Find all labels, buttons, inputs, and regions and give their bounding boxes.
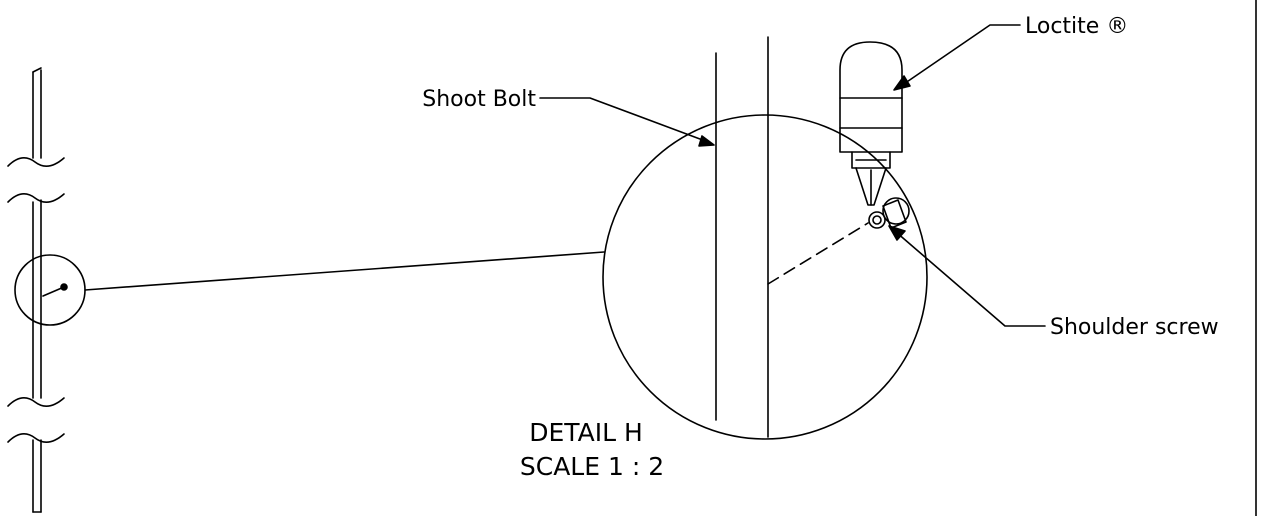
screw-head <box>882 197 910 225</box>
shoulder-screw-leader <box>895 231 1046 327</box>
detail-connector-line <box>84 251 605 291</box>
break-line <box>7 157 65 167</box>
screw-tip-inner <box>872 215 882 225</box>
shoulder-screw <box>868 197 910 229</box>
bottle-body <box>839 41 903 153</box>
detail-h-view <box>539 24 1046 440</box>
shoot-bolt-arrowhead <box>698 135 715 147</box>
break-line <box>7 433 65 443</box>
bar-overview <box>7 67 605 513</box>
break-line <box>7 193 65 203</box>
shoulder-screw-arrowhead <box>888 225 906 241</box>
detail-indicator-circle <box>14 254 86 326</box>
screw-axis-centerline <box>767 222 869 285</box>
loctite-label: Loctite ® <box>1025 14 1128 39</box>
loctite-leader <box>897 24 1021 89</box>
detail-scale: SCALE 1 : 2 <box>520 452 664 481</box>
screw-tip <box>868 211 886 229</box>
loctite-bottle <box>839 41 903 206</box>
screw-dot <box>60 283 68 291</box>
shoot-bolt-label: Shoot Bolt <box>422 87 536 112</box>
shoulder-screw-label: Shoulder screw <box>1050 315 1219 340</box>
shoot-bolt-leader <box>539 97 709 143</box>
bar-top-end <box>32 67 42 73</box>
detail-circle <box>602 114 928 440</box>
screw-indicator <box>42 286 65 297</box>
loctite-arrowhead <box>893 75 911 91</box>
detail-title: DETAIL H <box>529 418 643 447</box>
break-line <box>7 397 65 407</box>
bottle-neck <box>851 151 891 169</box>
